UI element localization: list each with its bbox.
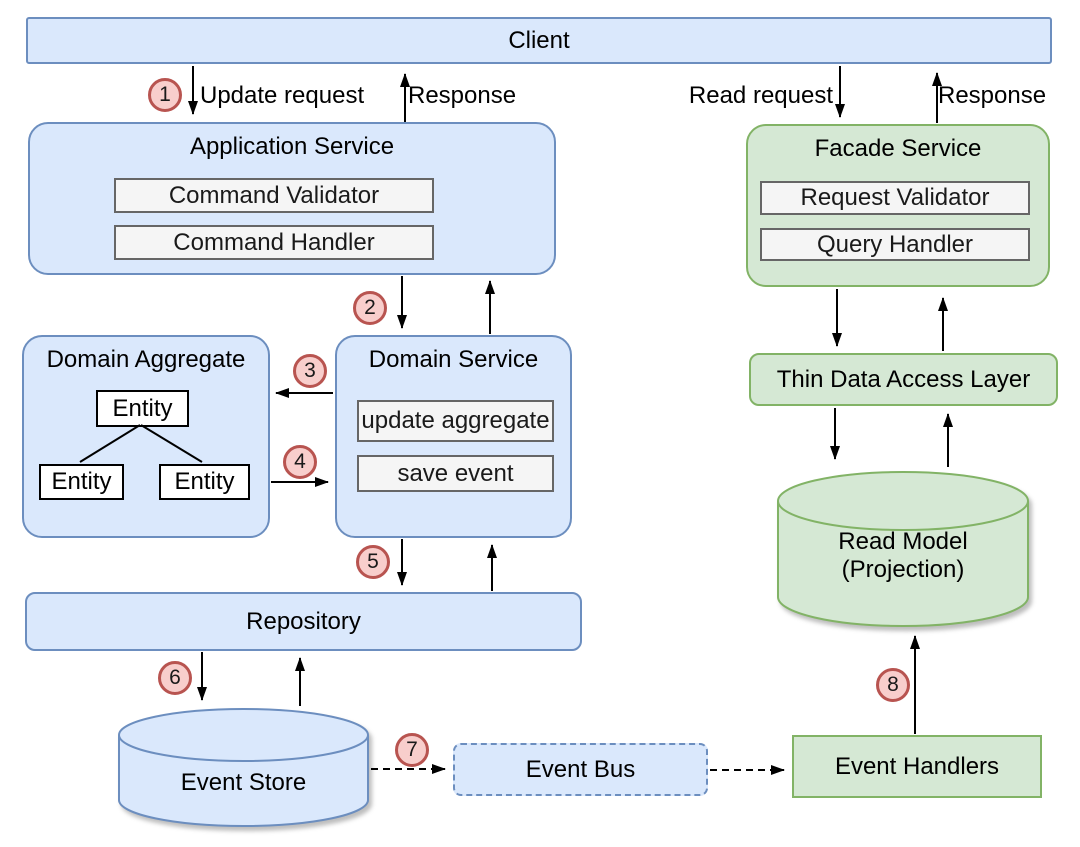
repository-node: Repository bbox=[25, 592, 582, 651]
facade-service-title: Facade Service bbox=[814, 135, 982, 162]
event-bus-label: Event Bus bbox=[525, 755, 636, 783]
query-handler-box: Query Handler bbox=[760, 228, 1030, 261]
command-handler-box: Command Handler bbox=[114, 225, 434, 260]
application-service-title: Application Service bbox=[189, 133, 395, 160]
step-badge-7: 7 bbox=[395, 733, 429, 767]
step-badge-5: 5 bbox=[356, 545, 390, 579]
thin-data-access-layer-label: Thin Data Access Layer bbox=[776, 365, 1031, 393]
entity-right-box: Entity bbox=[159, 464, 250, 500]
read-model-cylinder-shape bbox=[777, 471, 1029, 627]
step-badge-4: 4 bbox=[283, 445, 317, 479]
read-model-node: Read Model (Projection) bbox=[776, 470, 1030, 628]
save-event-box: save event bbox=[357, 455, 554, 492]
read-model-label-line1: Read Model bbox=[838, 528, 968, 555]
repository-label: Repository bbox=[246, 607, 361, 635]
read-request-label: Read request bbox=[688, 82, 833, 109]
step-badge-6: 6 bbox=[158, 661, 192, 695]
step-badge-1: 1 bbox=[148, 78, 182, 112]
update-aggregate-box: update aggregate bbox=[357, 400, 554, 442]
facade-service-node: Facade Service Request Validator Query H… bbox=[746, 124, 1050, 287]
step-badge-2: 2 bbox=[353, 291, 387, 325]
step-badge-8: 8 bbox=[876, 668, 910, 702]
response-right-label: Response bbox=[938, 82, 1047, 109]
step-badge-3: 3 bbox=[293, 354, 327, 388]
event-handlers-node: Event Handlers bbox=[792, 735, 1042, 798]
read-model-label-line2: (Projection) bbox=[841, 556, 965, 583]
application-service-node: Application Service Command Validator Co… bbox=[28, 122, 556, 275]
entity-left-box: Entity bbox=[39, 464, 124, 500]
domain-service-node: Domain Service update aggregate save eve… bbox=[335, 335, 572, 538]
domain-aggregate-title: Domain Aggregate bbox=[46, 346, 246, 373]
event-handlers-label: Event Handlers bbox=[834, 752, 1000, 780]
client-node: Client bbox=[26, 17, 1052, 64]
thin-data-access-layer-node: Thin Data Access Layer bbox=[749, 353, 1058, 406]
request-validator-box: Request Validator bbox=[760, 181, 1030, 215]
event-store-node: Event Store bbox=[117, 707, 370, 829]
response-left-label: Response bbox=[408, 82, 517, 109]
domain-service-title: Domain Service bbox=[368, 346, 539, 373]
event-bus-node: Event Bus bbox=[453, 743, 708, 796]
command-validator-box: Command Validator bbox=[114, 178, 434, 213]
event-store-label: Event Store bbox=[180, 769, 307, 796]
event-store-cylinder-shape bbox=[118, 708, 369, 827]
domain-aggregate-node: Domain Aggregate Entity Entity Entity bbox=[22, 335, 270, 538]
client-label: Client bbox=[508, 26, 570, 54]
update-request-label: Update request bbox=[200, 82, 365, 109]
entity-root-box: Entity bbox=[96, 390, 189, 427]
